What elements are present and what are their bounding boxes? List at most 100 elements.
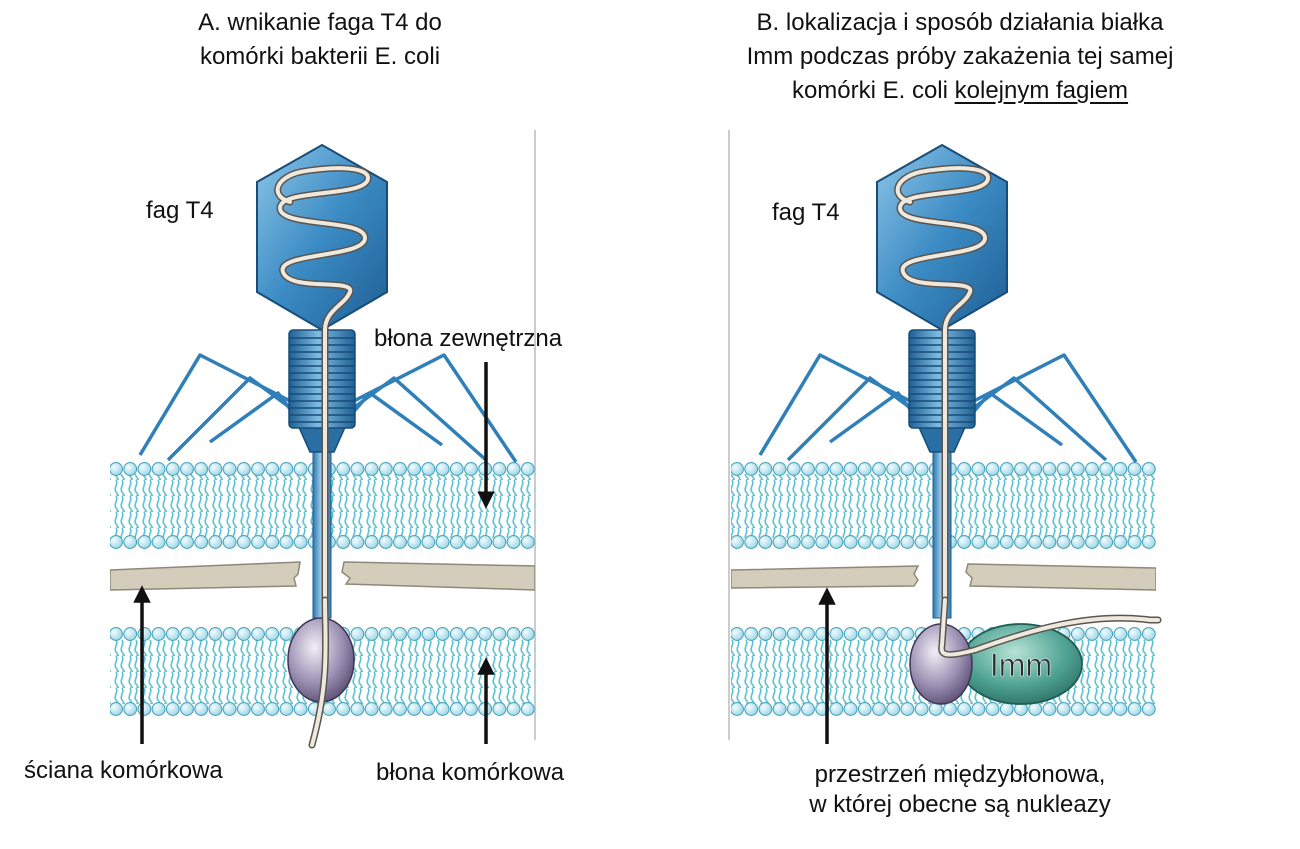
lipid-head — [265, 462, 280, 476]
lipid-head — [829, 462, 844, 476]
lipid-head — [364, 535, 379, 549]
lipid-head — [180, 462, 194, 476]
lipid-head — [151, 702, 166, 716]
lipid-head — [336, 702, 351, 716]
lipid-head — [1070, 702, 1085, 716]
cell-wall — [110, 561, 535, 591]
lipid-head — [506, 627, 521, 641]
lipid-head — [137, 462, 152, 476]
lipid-head — [464, 627, 478, 641]
lipid-head — [393, 535, 407, 549]
lipid-head — [1141, 702, 1156, 716]
lipid-head — [165, 462, 180, 476]
lipid-head — [322, 702, 336, 716]
lipid-head — [872, 627, 886, 641]
lipid-head — [407, 627, 422, 641]
lipid-head — [999, 535, 1014, 549]
lipid-head — [222, 627, 237, 641]
lipid-head — [1028, 535, 1043, 549]
lipid-head — [180, 627, 194, 641]
lipid-head — [478, 535, 493, 549]
panel-b-illustration: Imm — [728, 130, 1162, 744]
lipid-head — [1042, 702, 1057, 716]
lipid-head — [265, 627, 280, 641]
lipid-head — [1141, 462, 1156, 476]
lipid-head — [165, 627, 180, 641]
lipid-head — [801, 627, 815, 641]
lipid-head — [857, 535, 872, 549]
lipid-head — [151, 462, 166, 476]
lipid-head — [801, 535, 815, 549]
lipid-head — [110, 702, 123, 716]
lipid-head — [900, 627, 915, 641]
panel-b-title-line2: Imm podczas próby zakażenia tej samej — [746, 43, 1174, 70]
lipid-head — [236, 702, 251, 716]
lipid-head — [731, 535, 744, 549]
lipid-head — [208, 627, 223, 641]
lipid-head — [393, 627, 407, 641]
panel-a-title: A. wnikanie faga T4 do komórki bakterii … — [120, 6, 520, 74]
tail-fibers-b — [758, 353, 1138, 463]
lipid-head — [520, 702, 535, 716]
lipid-head — [957, 462, 972, 476]
lipid-head — [900, 702, 915, 716]
lipid-head — [758, 462, 773, 476]
lipid-head — [786, 535, 801, 549]
lipid-head — [208, 702, 223, 716]
lipid-head — [914, 535, 929, 549]
lipid-head — [1099, 702, 1114, 716]
panel-a-title-line1: A. wnikanie faga T4 do — [198, 9, 442, 36]
lipid-head — [1099, 462, 1114, 476]
lipid-head — [236, 462, 251, 476]
periplasm-label-line1: przestrzeń międzybłonowa, — [814, 761, 1106, 788]
lipid-head — [843, 535, 858, 549]
lipid-head — [293, 462, 308, 476]
lipid-head — [449, 535, 464, 549]
lipid-head — [293, 702, 308, 716]
lipid-head — [772, 535, 787, 549]
lipid-head — [180, 702, 194, 716]
lipid-head — [1113, 535, 1128, 549]
lipid-head — [350, 627, 365, 641]
lipid-head — [492, 462, 507, 476]
injected-dna — [310, 598, 328, 747]
lipid-head — [1042, 462, 1057, 476]
lipid-head — [1113, 702, 1128, 716]
lipid-head — [1127, 535, 1142, 549]
diverted-dna — [939, 598, 1160, 657]
lipid-head — [293, 535, 308, 549]
lipid-head — [1056, 702, 1071, 716]
lipid-head — [251, 702, 265, 716]
lipid-head — [464, 702, 478, 716]
lipid-head — [1085, 627, 1099, 641]
lipid-head — [914, 702, 929, 716]
lipid-head — [758, 535, 773, 549]
lipid-head — [421, 535, 436, 549]
lipid-head — [222, 462, 237, 476]
lipid-head — [336, 535, 351, 549]
cell-wall-b — [731, 563, 1156, 591]
lipid-head — [279, 627, 294, 641]
lipid-head — [123, 702, 138, 716]
lipid-head — [1099, 627, 1114, 641]
phage-dna — [275, 166, 370, 602]
lipid-head — [449, 627, 464, 641]
lipid-head — [815, 535, 830, 549]
lipid-head — [957, 702, 972, 716]
lipid-head — [872, 702, 886, 716]
lipid-head — [279, 462, 294, 476]
lipid-head — [1141, 535, 1156, 549]
lipid-head — [364, 702, 379, 716]
lipid-head — [1099, 535, 1114, 549]
lipid-head — [251, 535, 265, 549]
lipid-head — [758, 702, 773, 716]
lipid-head — [1085, 535, 1099, 549]
lipid-head — [194, 462, 209, 476]
lipid-head — [1113, 627, 1128, 641]
lipid-head — [478, 627, 493, 641]
lipid-head — [1014, 462, 1028, 476]
lipid-head — [123, 627, 138, 641]
panel-b-title-underlined: kolejnym fagiem — [954, 77, 1129, 104]
lipid-head — [1028, 462, 1043, 476]
lipid-head — [435, 462, 450, 476]
